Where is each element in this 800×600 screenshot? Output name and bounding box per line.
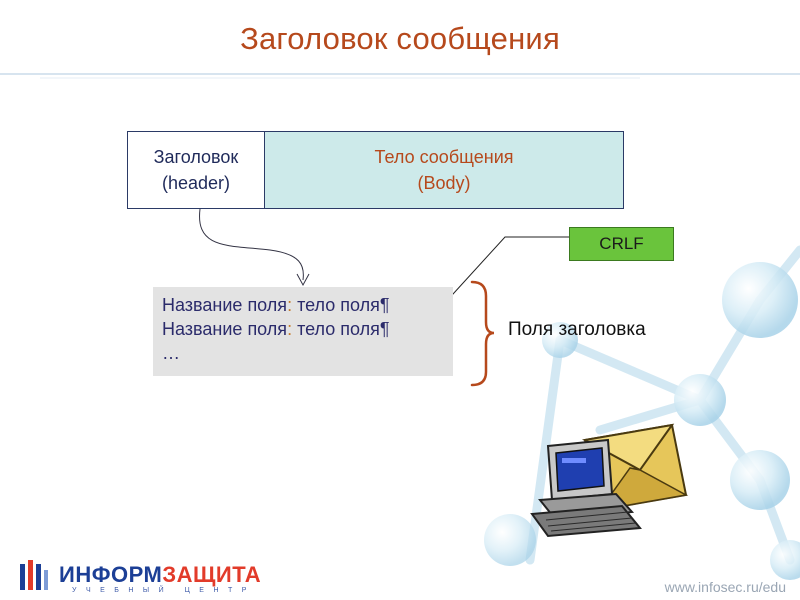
footer-url: www.infosec.ru/edu [665,579,786,595]
informzaschita-logo: ИНФОРМЗАЩИТА УЧЕБНЫЙ ЦЕНТР [14,560,274,596]
logo-subtitle: УЧЕБНЫЙ ЦЕНТР [72,587,256,594]
logo-wordmark: ИНФОРМЗАЩИТА [59,562,261,588]
logo-mark-icon [14,560,54,594]
